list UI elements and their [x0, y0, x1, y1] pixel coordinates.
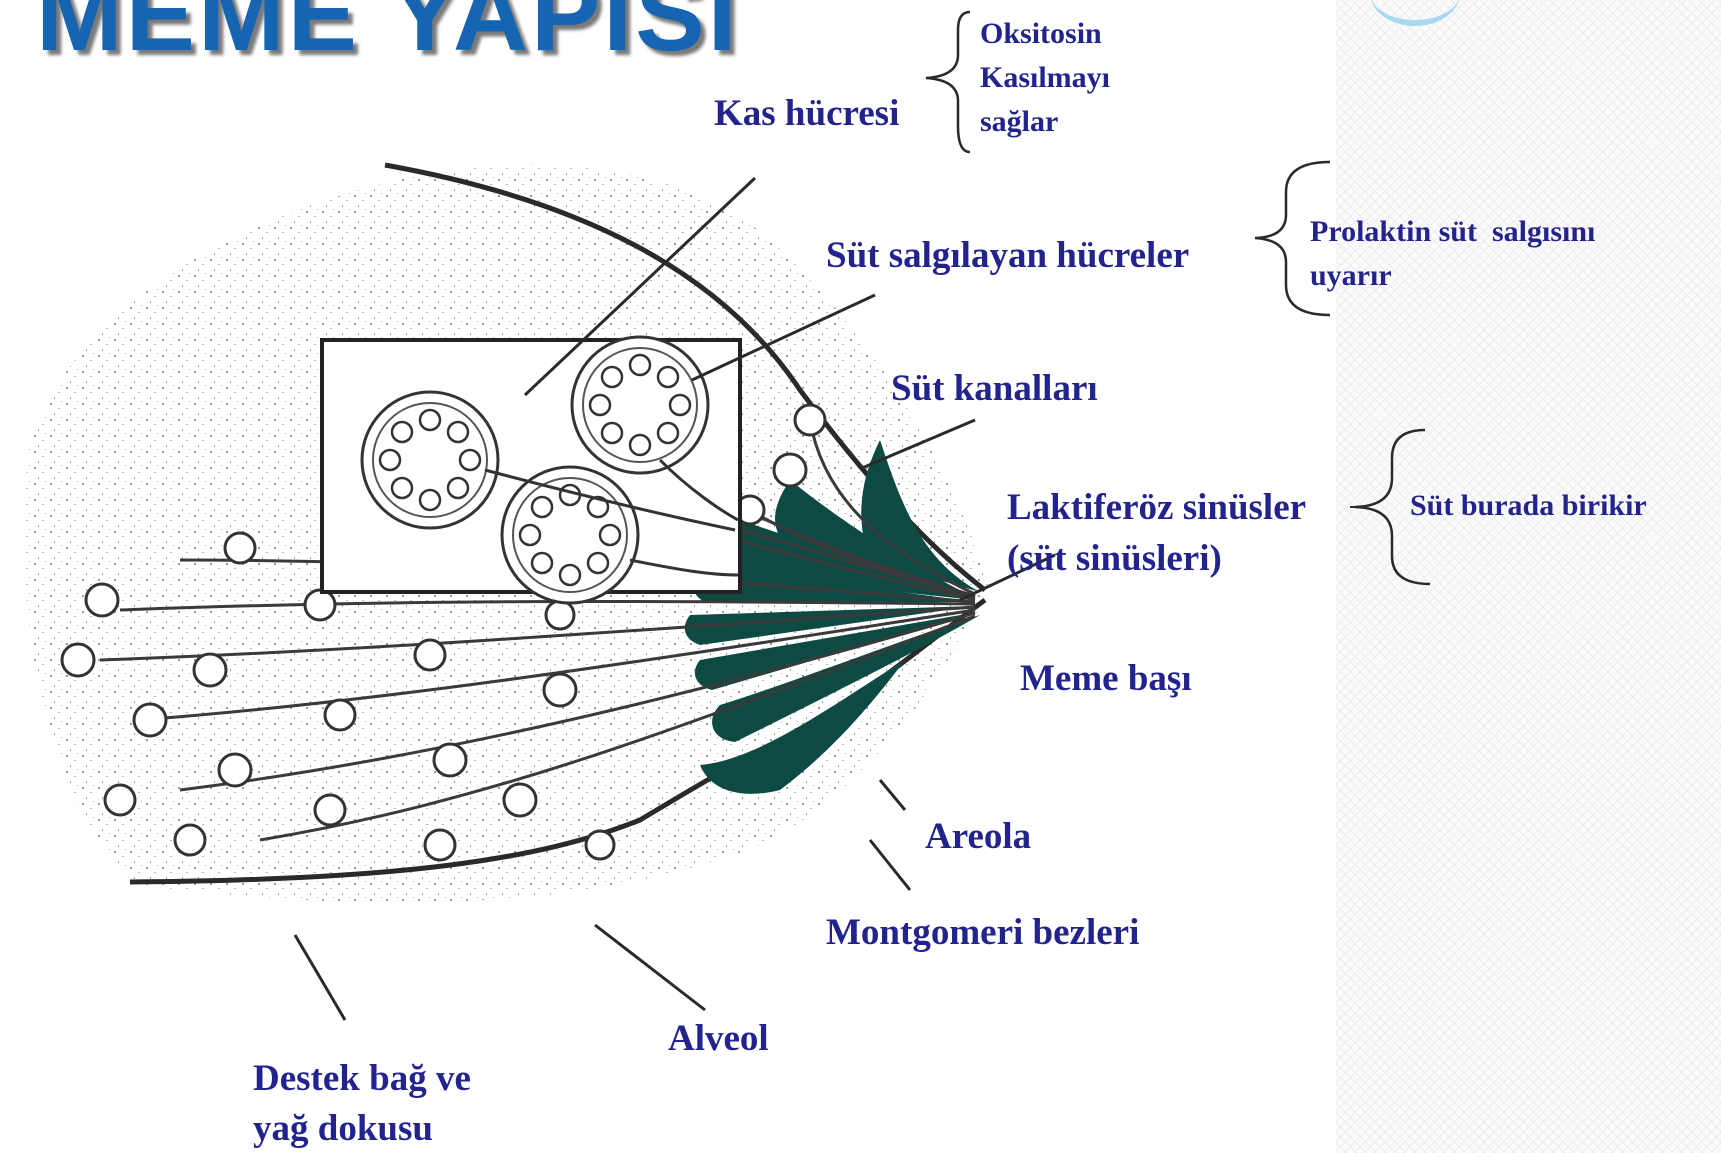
label-destek-line1: Destek bağ ve: [253, 1055, 471, 1102]
note-prolaktin: Prolaktin süt salgısını uyarır: [1310, 210, 1595, 298]
label-kas-hucresi: Kas hücresi: [714, 90, 899, 137]
note-sut-burada-birikir: Süt burada birikir: [1410, 484, 1647, 528]
note-oksitosin-line3: sağlar: [980, 100, 1110, 144]
label-alveol: Alveol: [668, 1015, 769, 1062]
lobule-3: [502, 467, 638, 603]
label-areola: Areola: [925, 813, 1031, 860]
label-meme-basi: Meme başı: [1020, 655, 1192, 702]
label-sut-salgilayan-hucreler: Süt salgılayan hücreler: [826, 232, 1189, 279]
note-prolaktin-line2: uyarır: [1310, 254, 1595, 298]
brace-oksitosin: [926, 12, 970, 152]
label-destek-bag: Destek bağ ve yağ dokusu: [253, 1055, 471, 1152]
label-laktiferoz-sinusler: Laktiferöz sinüsler (süt sinüsleri): [1007, 484, 1306, 582]
note-oksitosin: Oksitosin Kasılmayı sağlar: [980, 12, 1110, 144]
lobule-2: [572, 337, 708, 473]
note-prolaktin-line1: Prolaktin süt salgısını: [1310, 210, 1595, 254]
note-oksitosin-line2: Kasılmayı: [980, 56, 1110, 100]
label-montgomeri-bezleri: Montgomeri bezleri: [826, 909, 1139, 956]
label-sut-kanallari: Süt kanalları: [891, 365, 1098, 412]
label-laktiferoz-line1: Laktiferöz sinüsler: [1007, 484, 1306, 531]
label-laktiferoz-line2: (süt sinüsleri): [1007, 535, 1306, 582]
lobule-1: [362, 392, 498, 528]
label-destek-line2: yağ dokusu: [253, 1105, 471, 1152]
note-oksitosin-line1: Oksitosin: [980, 12, 1110, 56]
